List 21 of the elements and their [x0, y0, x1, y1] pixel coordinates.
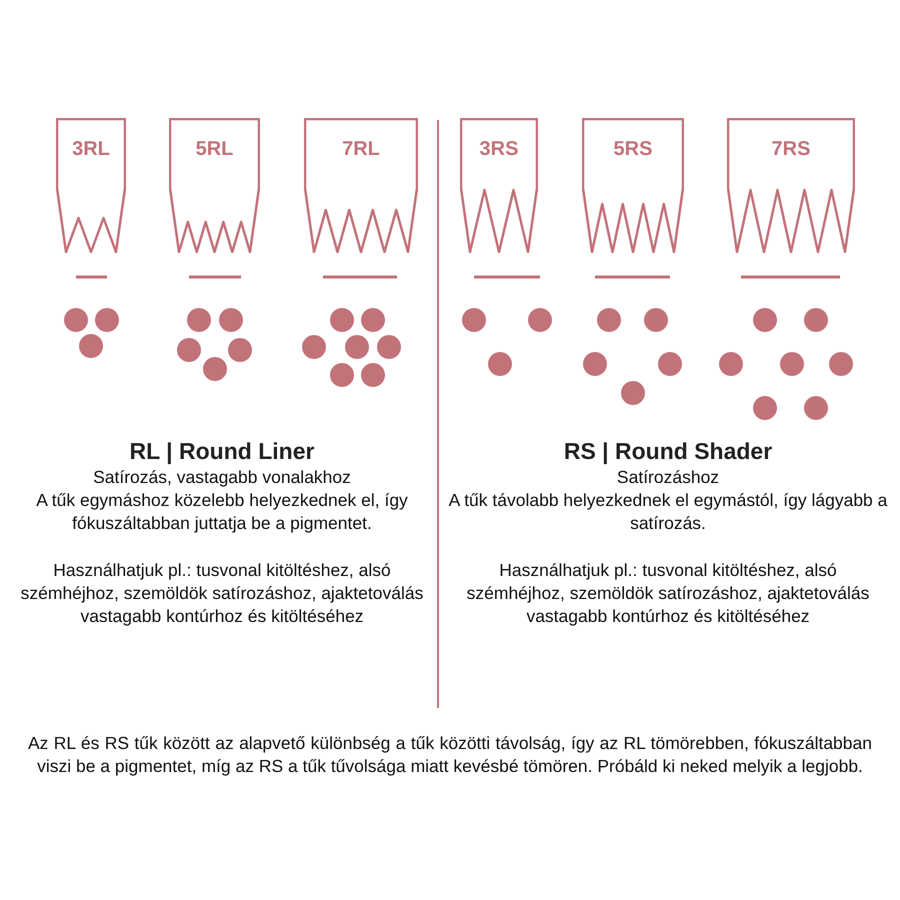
- description-text: Használhatjuk pl.: tusvonal kitöltéshez, alsó szémhéjhoz, szemöldök satírozáshoz, ajaktetoválás vastagabb kontúrhoz és kitöltéséhez: [20, 558, 424, 628]
- needle-label: 7RS: [770, 137, 812, 162]
- needle-label: 5RL: [194, 137, 234, 162]
- description-text: Satírozáshoz: [616, 466, 720, 489]
- needle-cartridge: [727, 118, 855, 253]
- description-text: Használhatjuk pl.: tusvonal kitöltéshez, alsó szémhéjhoz, szemöldök satírozáshoz, ajaktetoválás vastagabb kontúrhoz és kitöltéséhez: [466, 558, 870, 628]
- needle-label: 5RS: [612, 137, 654, 162]
- section-heading: RL | Round Liner: [128, 437, 316, 466]
- needle-cartridge: [460, 118, 538, 253]
- needle-label: 7RL: [341, 137, 381, 162]
- section-heading: RS | Round Shader: [562, 437, 774, 466]
- needle-label: 3RL: [71, 137, 111, 162]
- needle-cartridge: [169, 118, 260, 253]
- description-text: A tűk távolabb helyezkednek el egymástól, így lágyabb a satírozás.: [448, 488, 888, 535]
- needle-cartridge: [56, 118, 126, 253]
- needle-cartridge: [582, 118, 684, 253]
- needle-label: 3RS: [478, 137, 520, 162]
- description-text: A tűk egymáshoz közelebb helyezkednek el, így fókuszáltabban juttatja be a pigmentet.: [35, 488, 409, 535]
- description-text: Az RL és RS tűk között az alapvető különbség a tűk közötti távolság, így az RL tömörebben, fókuszáltabban viszi be a pigmentet, míg az RS a tűk tűvolsága miatt kevésbé tömören. Próbáld ki neked melyik a legjobb.: [28, 732, 872, 778]
- needle-cartridge: [304, 118, 418, 253]
- description-text: Satírozás, vastagabb vonalakhoz: [92, 466, 352, 489]
